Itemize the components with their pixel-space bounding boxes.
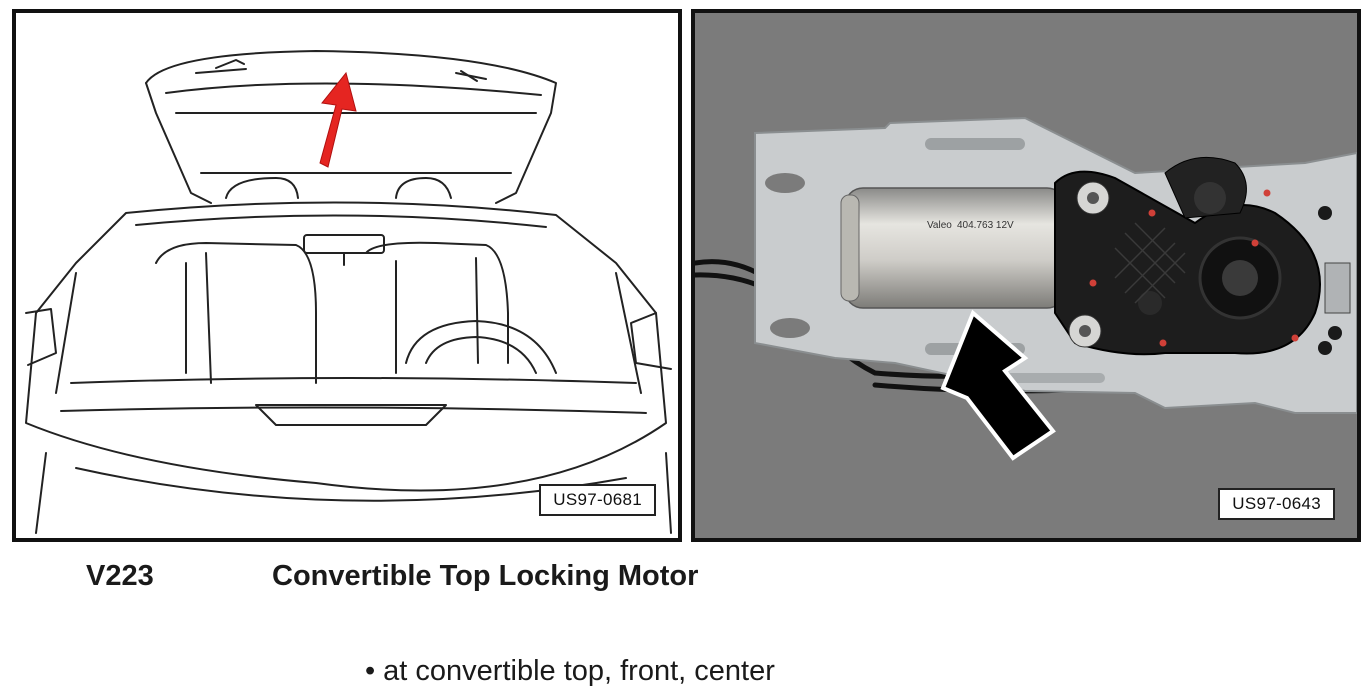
component-code: V223 xyxy=(86,560,154,592)
red-arrow-icon xyxy=(319,71,357,168)
motor-print-rating: 404.763 12V xyxy=(957,220,1014,231)
motor-photo-illustration: Valeo 404.763 12V xyxy=(695,13,1357,538)
convertible-line-drawing xyxy=(25,50,672,534)
component-location: at convertible top, front, center xyxy=(383,655,775,687)
location-bullet-item: •at convertible top, front, center xyxy=(365,655,775,688)
bullet-dot: • xyxy=(365,655,376,687)
motor-print-brand: Valeo xyxy=(927,220,952,231)
figure-label-left: US97-0681 xyxy=(539,484,656,516)
figure-label-right: US97-0643 xyxy=(1218,488,1335,520)
component-name: Convertible Top Locking Motor xyxy=(272,560,699,592)
figure-convertible-drawing: US97-0681 xyxy=(12,9,682,542)
black-arrow-icon xyxy=(940,309,1056,461)
figure-motor-photo: Valeo 404.763 12V US97-0643 xyxy=(691,9,1361,542)
